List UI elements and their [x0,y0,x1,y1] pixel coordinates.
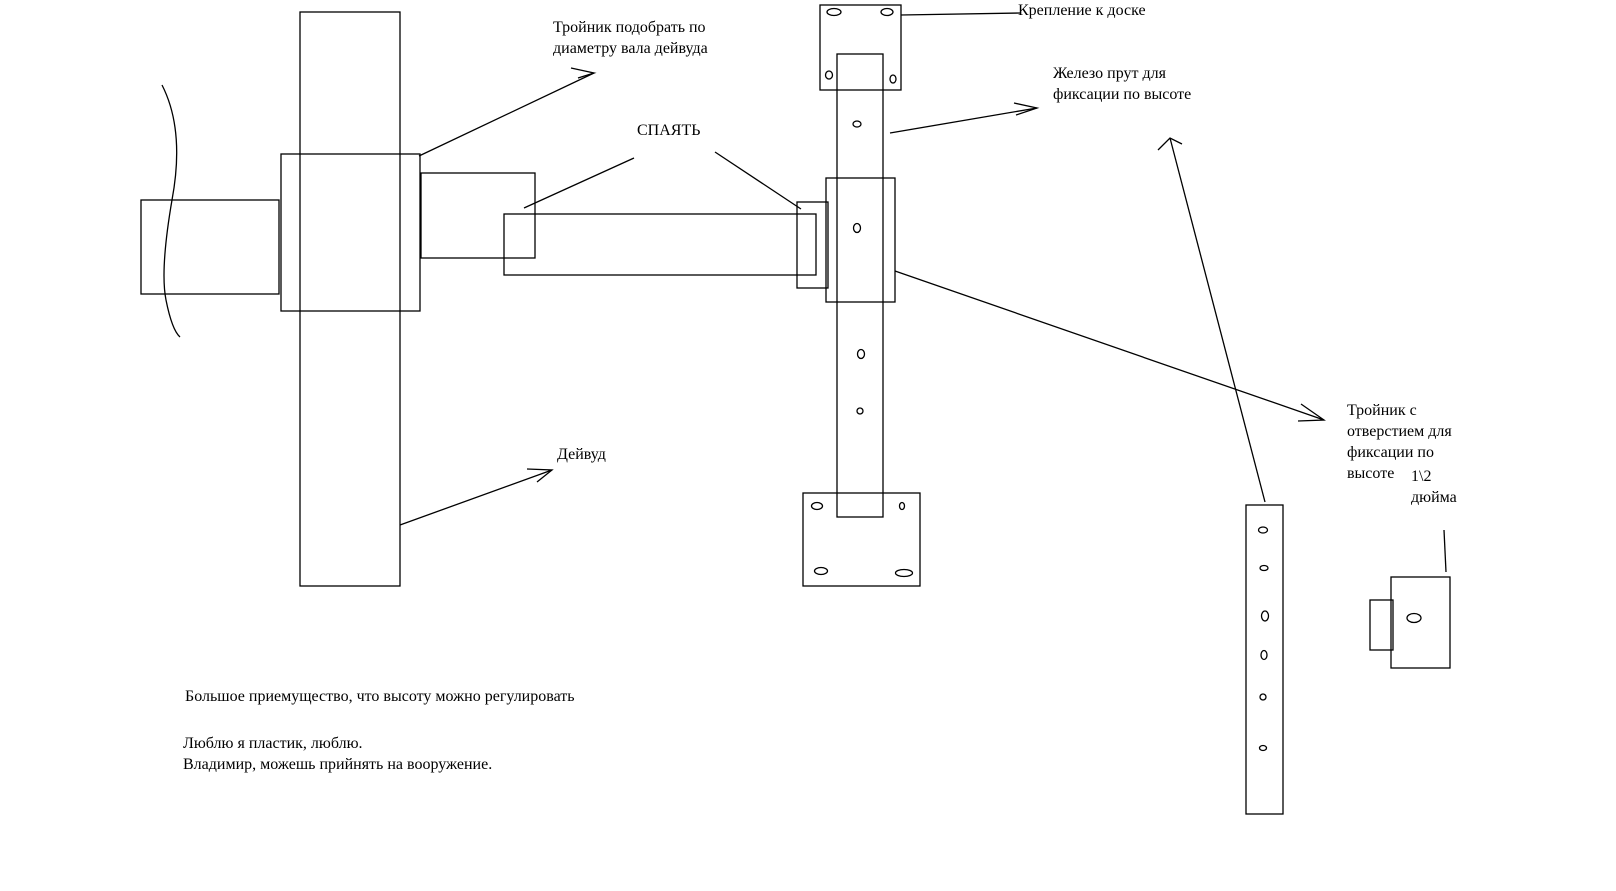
leader-line [418,72,595,157]
tee-hole [1406,612,1422,624]
leader-line [900,12,1021,16]
note-advantage: Большое приемущество, что высоту можно р… [185,688,575,705]
arrow-head [526,468,554,483]
rod-hole [852,120,862,128]
rod-hole [856,407,864,415]
mount-hole [889,74,897,84]
rod-hole [1260,610,1270,622]
rod-hole [1258,744,1268,752]
leader-line [399,469,553,526]
rod-hole [1260,649,1268,661]
mount-hole [826,7,842,17]
connecting-pipe [503,213,817,276]
rod-hole [1259,693,1267,701]
mount-hole [813,566,829,576]
rod-hole [1259,564,1269,572]
detail-tee [1390,576,1451,669]
leader-line [1443,529,1447,573]
mount-hole [880,7,894,17]
left-pipe [140,199,280,295]
big-tee [280,153,421,312]
note-plastic: Люблю я пластик, люблю. [183,735,363,752]
pipe-end-collar [796,201,829,289]
label-board-mount: Крепление к доске [1018,2,1146,19]
leader-line [889,107,1038,134]
top-mount-plate [819,4,902,91]
leader-line [894,270,1325,421]
arrow-head [1297,403,1326,422]
rod-hole [852,222,862,234]
label-iron-rod: Железо прут для фиксации по высоте [1053,65,1192,103]
detail-tee-side [1369,599,1394,651]
leader-line [1169,137,1266,503]
label-tee-shaft: Тройник подобрать по диаметру вала дейву… [553,19,708,57]
label-solder: СПАЯТЬ [637,122,701,139]
leader-line [714,151,802,210]
deadwood-board [299,11,401,587]
note-vladimir: Владимир, можешь прийнять на вооружение. [183,756,493,773]
arrow-head [570,67,597,79]
sliding-tee [825,177,896,303]
rod-hole [1257,526,1269,534]
mount-hole [898,501,906,511]
arrow-head [1013,102,1040,116]
label-half-inch: 1\2 дюйма [1411,468,1457,506]
bottom-mount-plate [802,492,921,587]
rod-hole [856,348,866,360]
label-tee-hole: Тройник с отверстием для фиксации по выс… [1347,402,1452,482]
vertical-rod [836,53,884,518]
label-deadwood: Дейвуд [557,446,606,463]
mount-hole [824,70,834,80]
shaft-coupling [420,172,536,259]
mount-hole [894,568,914,578]
detail-rod [1245,504,1284,815]
leader-line [523,157,635,209]
arrow-head [1157,137,1183,151]
mount-hole [810,501,824,511]
break-line [161,84,181,338]
